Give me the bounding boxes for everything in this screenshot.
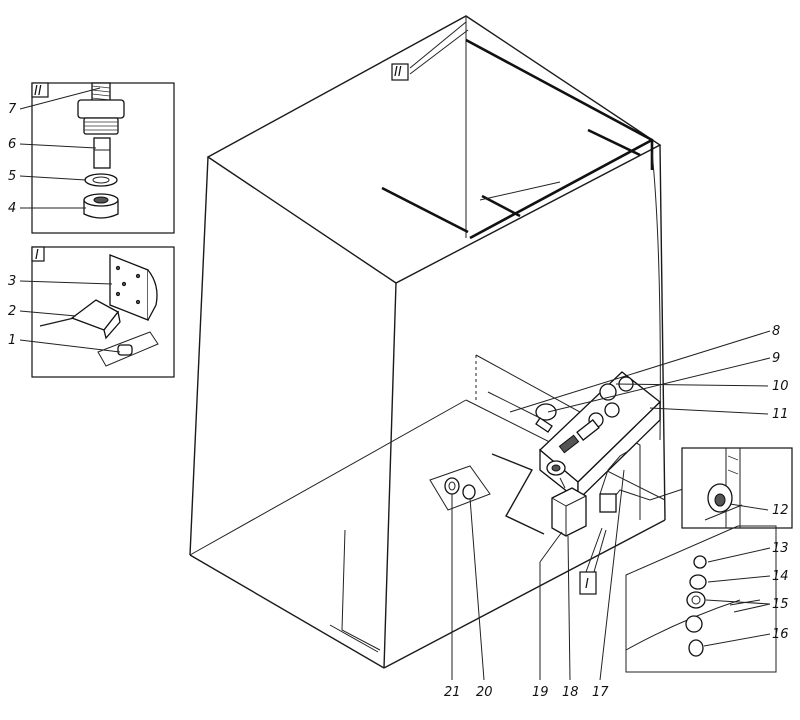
grommet-plate: [429, 465, 491, 511]
inset-i-tag: I: [35, 248, 39, 263]
callout-1: 1: [8, 333, 16, 348]
cabinet-tag-i: I: [579, 527, 607, 595]
nut-14: [689, 574, 707, 590]
inset-i-tag-box: [31, 246, 45, 262]
callout-8: 8: [772, 324, 780, 339]
callout-10: 10: [772, 379, 789, 394]
callout-13: 13: [772, 541, 789, 556]
washer-part: [84, 173, 118, 187]
inset-detail-12: [681, 447, 793, 529]
cap-nut-part: [83, 193, 119, 219]
grommet-20: [462, 484, 476, 500]
callout-21: 21: [444, 685, 461, 700]
switch-11: [576, 418, 600, 442]
inset-detail-13-16: [625, 525, 777, 673]
zigzag-cable: [491, 453, 545, 535]
cabinet-tag-i-label: I: [585, 577, 589, 592]
callout-18: 18: [562, 685, 579, 700]
callout-14: 14: [772, 569, 789, 584]
terminal-17: [599, 493, 617, 513]
callout-9: 9: [772, 351, 780, 366]
inset-12-frame: [681, 447, 793, 529]
threaded-pipe-part: [91, 82, 111, 102]
callout-16: 16: [772, 627, 789, 642]
ring-15: [686, 591, 706, 609]
fitting-part: [93, 137, 111, 169]
callout-6: 6: [8, 137, 16, 152]
nut-16: [685, 615, 703, 633]
callout-12: 12: [772, 503, 789, 518]
hex-nut-part: [77, 99, 125, 135]
fitting-16: [688, 639, 704, 657]
cap-13: [693, 555, 707, 569]
connector-plug-part: [39, 299, 121, 340]
callout-4: 4: [8, 201, 16, 216]
callout-11: 11: [772, 407, 789, 422]
cabinet-tag-ii: II: [391, 21, 469, 81]
cabinet-body: [189, 15, 666, 669]
inset-13-16-frame: [625, 525, 777, 673]
pin-part: [97, 331, 159, 367]
refrigerant-tubing: [381, 38, 661, 441]
callout-17: 17: [592, 685, 609, 700]
callouts-right: 8 9 10 11 12 13 14 15 16: [509, 324, 789, 647]
inset-ii-tag: II: [34, 84, 42, 99]
callout-3: 3: [8, 274, 16, 289]
inset-detail-ii: II 7: [8, 82, 175, 234]
inset-ii-tag-box: [31, 82, 49, 98]
callout-2: 2: [8, 304, 16, 319]
callout-15: 15: [772, 597, 789, 612]
grommet-21: [444, 477, 460, 495]
flange-plate-part: [109, 254, 158, 321]
callout-19: 19: [532, 685, 549, 700]
cabinet-tag-ii-label: II: [394, 65, 402, 80]
callouts-bottom: 21 20 19 18 17: [444, 469, 625, 700]
callout-20: 20: [476, 685, 493, 700]
callout-5: 5: [8, 169, 16, 184]
lamp-part: [535, 403, 557, 421]
inset-detail-i: I 3 2 1: [8, 246, 175, 378]
control-panel-assembly: [487, 371, 687, 537]
callout-7: 7: [8, 102, 17, 117]
relay-box-part: [551, 487, 587, 537]
